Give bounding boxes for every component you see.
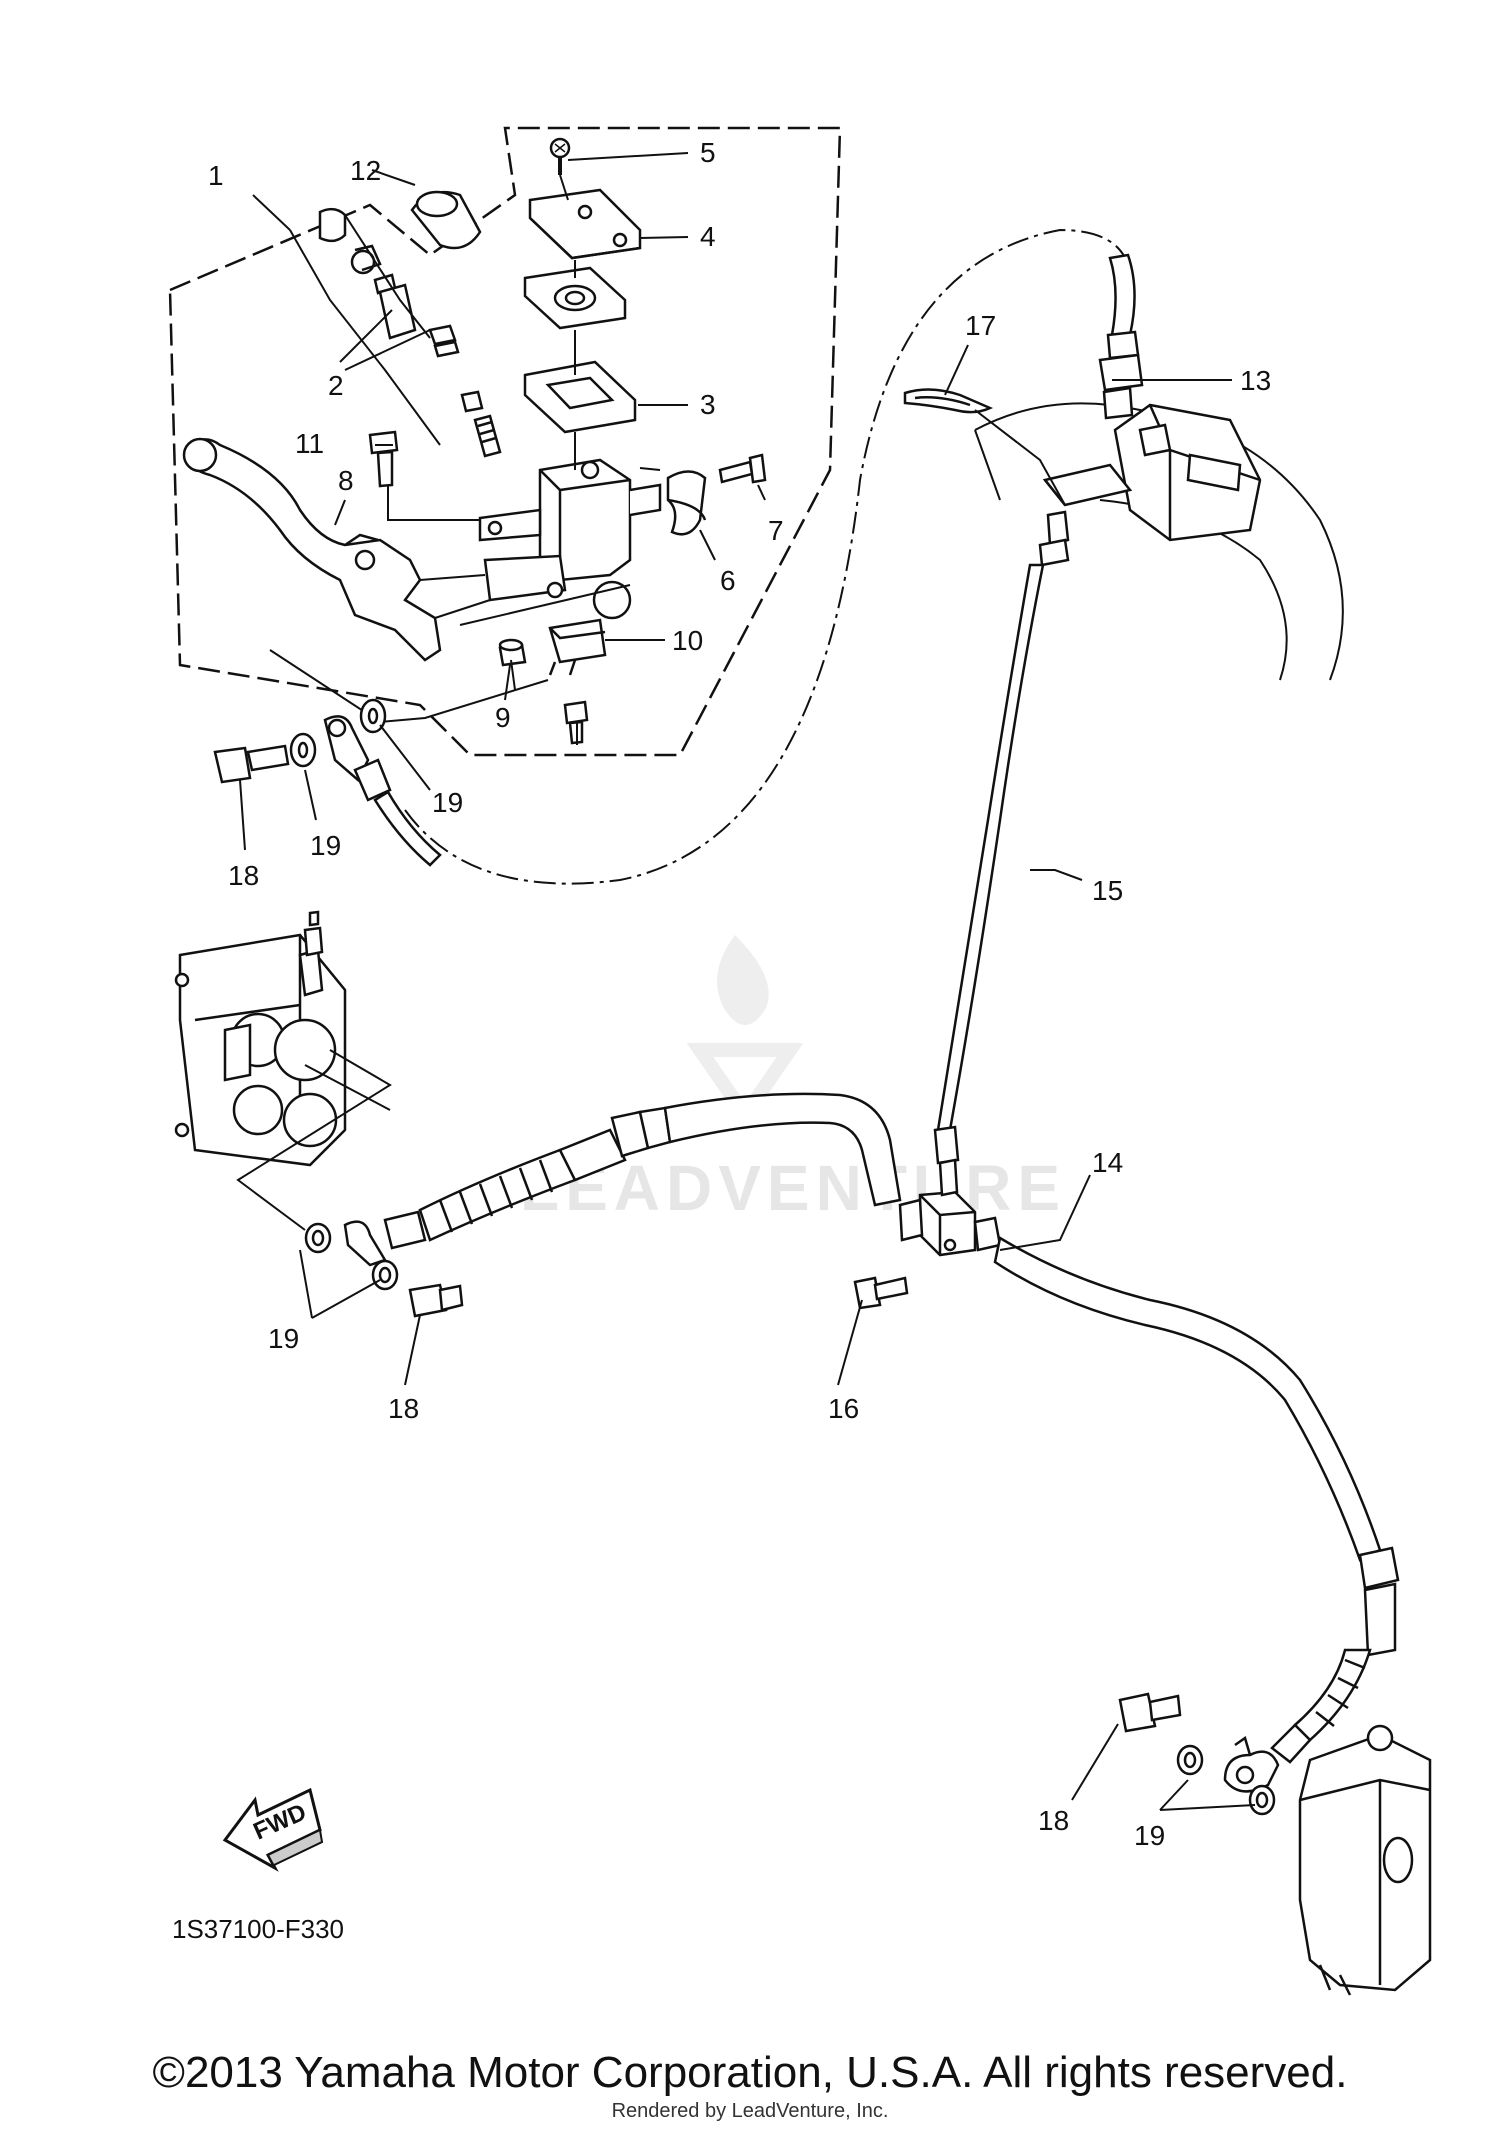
label-part-7: 7 <box>768 515 784 546</box>
label-part-2: 2 <box>328 370 344 401</box>
label-part-18-lower-left: 18 <box>388 1393 419 1424</box>
label-part-15: 15 <box>1092 875 1123 906</box>
banjo-bolt-ll <box>408 1283 464 1318</box>
top-banjo-group <box>213 698 442 867</box>
label-part-19-lower-right: 19 <box>1134 1820 1165 1851</box>
brake-hose-13 <box>1098 253 1144 420</box>
label-part-14: 14 <box>1092 1147 1123 1178</box>
brake-light-switch <box>548 618 607 745</box>
label-part-18-top: 18 <box>228 860 259 891</box>
reservoir-screw <box>549 137 571 175</box>
lever-nut <box>498 638 527 667</box>
label-part-9: 9 <box>495 702 511 733</box>
brake-hose-14 <box>993 1236 1400 1793</box>
hose-route-line <box>404 228 1133 885</box>
assembly-lines <box>269 174 661 745</box>
label-part-8: 8 <box>338 465 354 496</box>
handlebar-clamp <box>666 470 707 536</box>
label-part-17: 17 <box>965 310 996 341</box>
label-part-6: 6 <box>720 565 736 596</box>
banjo-bolt-top <box>213 744 290 784</box>
joint-bolt <box>853 1276 909 1310</box>
right-caliper <box>1298 1724 1432 1996</box>
banjo-bolt-lr <box>1118 1692 1182 1733</box>
upper-leader-lines <box>974 409 1066 506</box>
left-caliper-lines <box>236 1049 392 1231</box>
label-part-16: 16 <box>828 1393 859 1424</box>
label-part-18-lower-right: 18 <box>1038 1805 1069 1836</box>
label-part-1: 1 <box>208 160 224 191</box>
label-part-19-top-right: 19 <box>432 787 463 818</box>
rendered-by-credit: Rendered by LeadVenture, Inc. <box>611 2100 889 2122</box>
brake-lever <box>183 438 442 662</box>
upper-master-cylinder <box>1042 403 1262 542</box>
left-caliper <box>174 910 347 1167</box>
dust-boot <box>410 190 482 250</box>
part-labels: 1 12 5 4 3 2 11 8 7 6 10 9 19 19 18 17 1… <box>208 137 1271 1851</box>
leadventure-watermark: LEADVENTURE <box>520 935 1060 1224</box>
lower-left-hose <box>304 1092 1002 1318</box>
label-part-11: 11 <box>295 428 324 459</box>
diagram-code: 1S37100-F330 <box>172 1914 344 1944</box>
label-part-3: 3 <box>700 389 716 420</box>
label-part-13: 13 <box>1240 365 1271 396</box>
banjo-fitting-ll <box>343 1220 387 1267</box>
label-part-19-lower-left: 19 <box>268 1323 299 1354</box>
label-part-4: 4 <box>700 221 716 252</box>
brake-hose-15 <box>933 510 1070 1197</box>
reservoir-cap <box>528 188 642 260</box>
label-part-12: 12 <box>350 155 381 186</box>
copyright-notice: ©2013 Yamaha Motor Corporation, U.S.A. A… <box>152 2048 1348 2097</box>
piston-kit <box>318 207 502 458</box>
leader-lines <box>239 152 1256 1811</box>
forward-arrow: FWD <box>222 1787 324 1872</box>
clamp-bolt <box>718 453 767 484</box>
label-part-19-top-left: 19 <box>310 830 341 861</box>
lower-right-hardware <box>1118 1692 1276 1816</box>
kit-outline <box>168 126 842 757</box>
lever-pivot-bolt <box>368 430 399 488</box>
label-part-5: 5 <box>700 137 716 168</box>
label-part-10: 10 <box>672 625 703 656</box>
hose-clip <box>903 388 994 414</box>
